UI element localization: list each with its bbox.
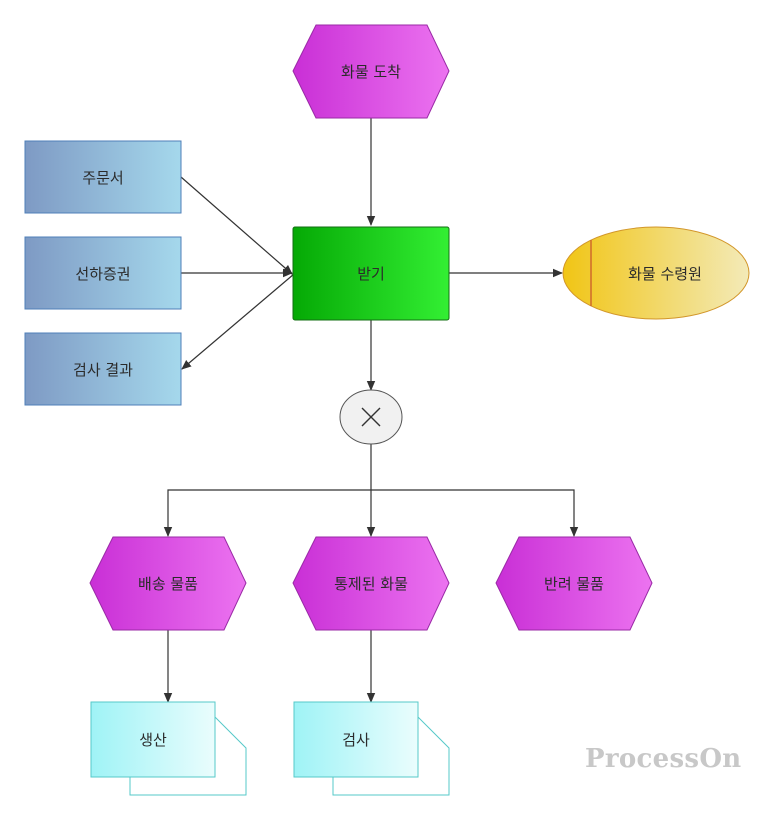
connectors bbox=[163, 118, 579, 703]
document-order[interactable] bbox=[24, 140, 182, 214]
event-controlled-cargo[interactable] bbox=[292, 536, 450, 631]
watermark-logo: ProcessOn bbox=[585, 744, 742, 774]
connector-receive-to-inspection-result bbox=[181, 273, 295, 370]
process-path-production[interactable] bbox=[90, 701, 247, 796]
event-returned-goods[interactable] bbox=[495, 536, 653, 631]
xor-icon-stroke-b bbox=[361, 407, 381, 427]
document-inspection-result[interactable] bbox=[24, 332, 182, 406]
function-receive[interactable] bbox=[292, 226, 450, 321]
event-cargo-arrival[interactable] bbox=[292, 24, 450, 119]
connector-xor-to-returned bbox=[371, 489, 579, 537]
organization-cargo-receiver[interactable] bbox=[562, 226, 750, 320]
connector-xor-branches bbox=[163, 440, 372, 537]
connector-order-to-receive bbox=[180, 176, 293, 275]
process-path-inspection[interactable] bbox=[293, 701, 450, 796]
document-bill-of-lading[interactable] bbox=[24, 236, 182, 310]
xor-operator[interactable] bbox=[339, 389, 403, 445]
event-ship-goods[interactable] bbox=[89, 536, 247, 631]
